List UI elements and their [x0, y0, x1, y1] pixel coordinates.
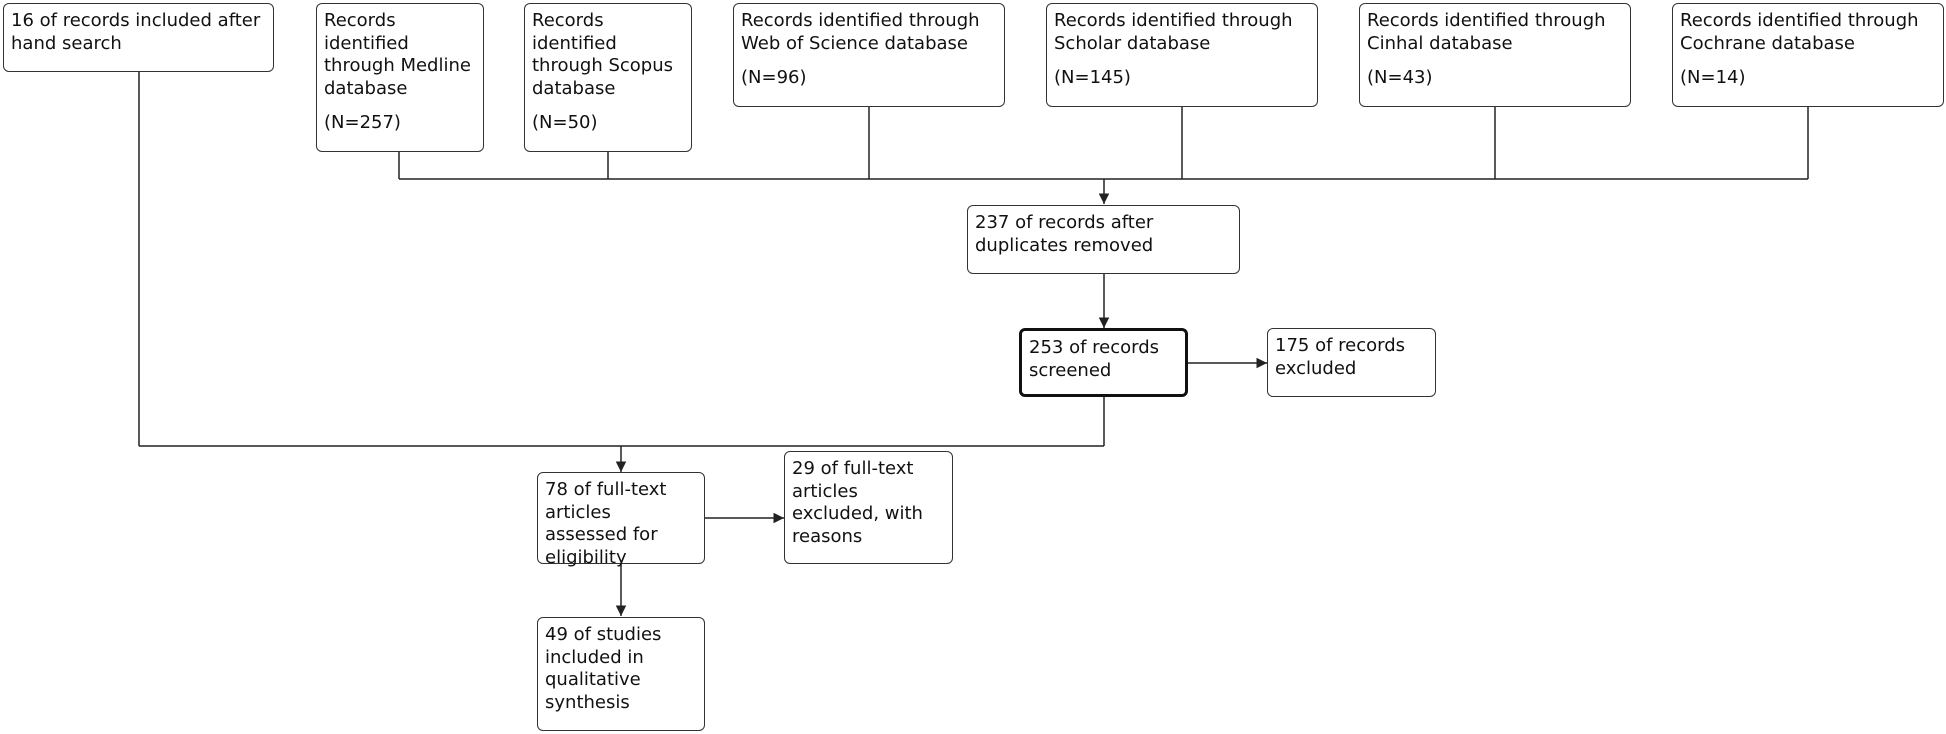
- source-label: Records identified through Medline datab…: [324, 10, 471, 99]
- fulltext-assessed-box: 78 of full-text articles assessed for el…: [537, 472, 705, 568]
- source-box-scopus: Records identified through Scopus databa…: [524, 3, 692, 152]
- source-box-cochrane: Records identified through Cochrane data…: [1672, 3, 1944, 107]
- source-count: (N=43): [1367, 67, 1433, 88]
- source-box-cinhal: Records identified through Cinhal databa…: [1359, 3, 1631, 107]
- source-label: Records identified through Cinhal databa…: [1367, 10, 1606, 54]
- source-count: (N=96): [741, 67, 807, 88]
- source-label: Records identified through Scopus databa…: [532, 10, 673, 99]
- source-label: Records identified through Cochrane data…: [1680, 10, 1919, 54]
- source-box-wos: Records identified through Web of Scienc…: [733, 3, 1005, 107]
- hand-search-box: 16 of records included after hand search: [3, 3, 274, 72]
- excluded-box: 175 of records excluded: [1267, 328, 1436, 397]
- source-count: (N=50): [532, 112, 598, 133]
- after-duplicates-text: 237 of records after duplicates removed: [975, 212, 1154, 256]
- fulltext-excluded-text: 29 of full-text articles excluded, with …: [792, 458, 923, 547]
- fulltext-assessed-text: 78 of full-text articles assessed for el…: [545, 479, 667, 568]
- fulltext-excluded-box: 29 of full-text articles excluded, with …: [784, 451, 953, 564]
- excluded-text: 175 of records excluded: [1275, 335, 1406, 379]
- included-text: 49 of studies included in qualitative sy…: [545, 624, 662, 713]
- source-label: Records identified through Scholar datab…: [1054, 10, 1293, 54]
- source-count: (N=14): [1680, 67, 1746, 88]
- source-count: (N=257): [324, 112, 401, 133]
- screened-text: 253 of records screened: [1029, 337, 1160, 381]
- source-box-medline: Records identified through Medline datab…: [316, 3, 484, 152]
- screened-box: 253 of records screened: [1019, 328, 1188, 397]
- source-box-scholar: Records identified through Scholar datab…: [1046, 3, 1318, 107]
- hand-search-text: 16 of records included after hand search: [11, 10, 261, 54]
- source-label: Records identified through Web of Scienc…: [741, 10, 980, 54]
- included-box: 49 of studies included in qualitative sy…: [537, 617, 705, 731]
- source-count: (N=145): [1054, 67, 1131, 88]
- after-duplicates-box: 237 of records after duplicates removed: [967, 205, 1240, 274]
